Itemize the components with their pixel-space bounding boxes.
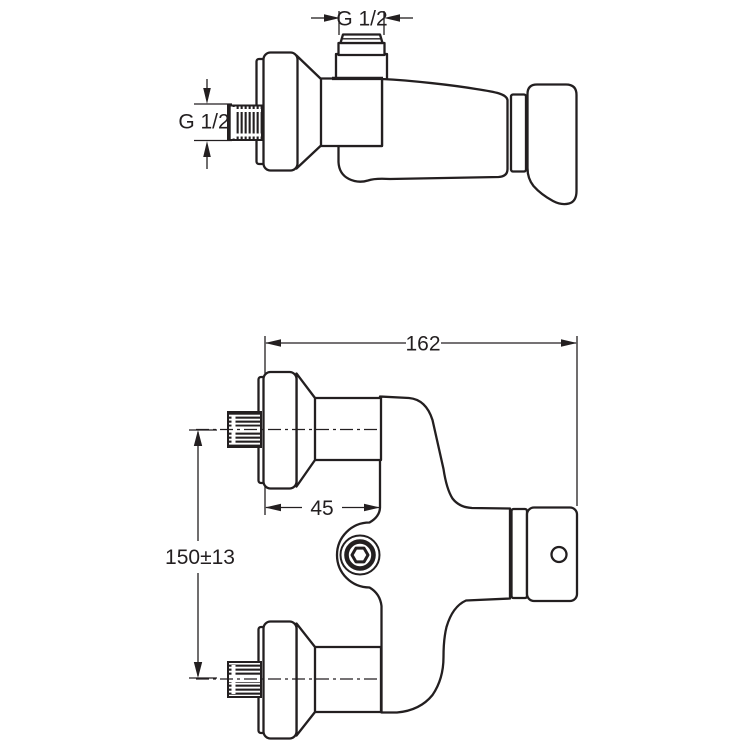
front-view-top-inlet (196, 370, 383, 490)
side-view-top-outlet (334, 11, 389, 81)
side-view-cone (295, 54, 323, 170)
side-view-thread (227, 104, 263, 141)
top-inlet-escutcheon (262, 370, 298, 490)
side-view-cartridge (318, 77, 384, 148)
dim-label-thread-top: G 1/2 (336, 8, 387, 31)
bottom-inlet-escutcheon (262, 620, 298, 740)
front-view-center-boss (339, 534, 381, 576)
side-view-handle (526, 83, 578, 206)
hex-socket (350, 546, 370, 564)
side-view-body (337, 77, 509, 183)
dim-label-overall-width: 162 (405, 333, 440, 356)
outlet-neck (334, 52, 389, 81)
dimension-thread-left: G 1/2 (178, 79, 232, 169)
dim-label-inlet-spacing: 150±13 (165, 546, 235, 569)
front-view: 162 45 150±13 (165, 333, 579, 740)
dimension-thread-top: G 1/2 (311, 8, 413, 31)
front-view-body (335, 395, 512, 714)
side-view: G 1/2 G 1/2 (178, 8, 578, 206)
front-view-neck (510, 507, 529, 600)
side-view-neck (509, 93, 528, 173)
dim-label-wall-offset: 45 (310, 497, 333, 520)
dimension-overall-width: 162 (265, 333, 577, 356)
dimension-inlet-spacing: 150±13 (165, 429, 235, 679)
side-view-escutcheon (262, 51, 299, 172)
front-view-bottom-inlet (196, 620, 383, 740)
handle-hole (550, 545, 568, 564)
outlet-band (337, 41, 386, 57)
dim-label-thread-left: G 1/2 (178, 111, 229, 134)
dimension-wall-offset: 45 (265, 497, 380, 520)
